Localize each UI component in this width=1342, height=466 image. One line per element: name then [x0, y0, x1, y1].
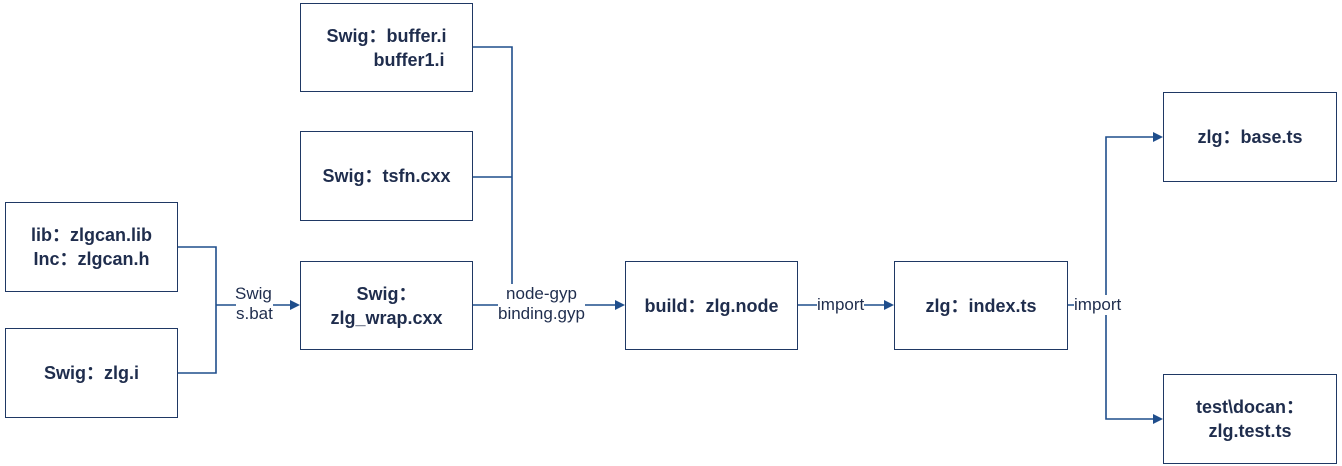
box-buffer-line1: Swig：buffer.i	[326, 25, 447, 46]
label-swig-line2: s.bat	[236, 304, 273, 324]
label-swig-line1: Swig	[235, 284, 272, 304]
arrowhead-test	[1153, 414, 1163, 424]
box-base: zlg：base.ts	[1163, 92, 1337, 182]
box-zlg-i-line1: Swig：zlg.i	[43, 363, 139, 383]
box-build-line1: build：zlg.node	[644, 295, 779, 316]
label-import-1: import	[817, 295, 865, 315]
box-tsfn: Swig：tsfn.cxx	[300, 131, 473, 221]
box-build: build：zlg.node	[625, 261, 798, 350]
box-zlg-i: Swig：zlg.i	[5, 328, 178, 418]
label-nodegyp-line2: binding.gyp	[498, 304, 585, 324]
connector-buffer	[473, 46, 513, 305]
box-test-line2: zlg.test.ts	[1208, 421, 1292, 441]
arrowhead-build	[615, 300, 625, 310]
box-base-line1: zlg：base.ts	[1197, 127, 1303, 147]
box-buffer: Swig：buffer.i buffer1.i	[300, 3, 473, 92]
box-index: zlg：index.ts	[894, 261, 1068, 350]
box-lib-line2: Inc：zlgcan.h	[33, 249, 150, 269]
box-wrap-line1: Swig：	[356, 283, 417, 304]
box-buffer-line2: buffer1.i	[328, 49, 445, 70]
arrowhead-base	[1153, 132, 1163, 142]
box-lib-line1: lib：zlgcan.lib	[30, 225, 152, 245]
box-test-line1: test\docan：	[1195, 397, 1305, 417]
connector-to-test	[1105, 305, 1155, 420]
box-index-line1: zlg：index.ts	[925, 295, 1037, 316]
arrowhead-index	[884, 300, 894, 310]
box-tsfn-line1: Swig：tsfn.cxx	[322, 166, 451, 186]
box-wrap-line2: zlg_wrap.cxx	[330, 307, 443, 328]
label-node-gyp: node-gyp binding.gyp	[498, 284, 585, 324]
label-swig-bat: Swig s.bat	[234, 284, 273, 324]
box-lib: lib：zlgcan.lib Inc：zlgcan.h	[5, 202, 178, 292]
box-test: test\docan： zlg.test.ts	[1163, 374, 1337, 464]
connector-to-base	[1105, 136, 1155, 305]
label-nodegyp-line1: node-gyp	[506, 284, 577, 304]
arrowhead-wrap	[290, 300, 300, 310]
connector-lib	[178, 246, 217, 374]
label-import-2: import	[1074, 295, 1122, 315]
box-wrap: Swig： zlg_wrap.cxx	[300, 261, 473, 350]
